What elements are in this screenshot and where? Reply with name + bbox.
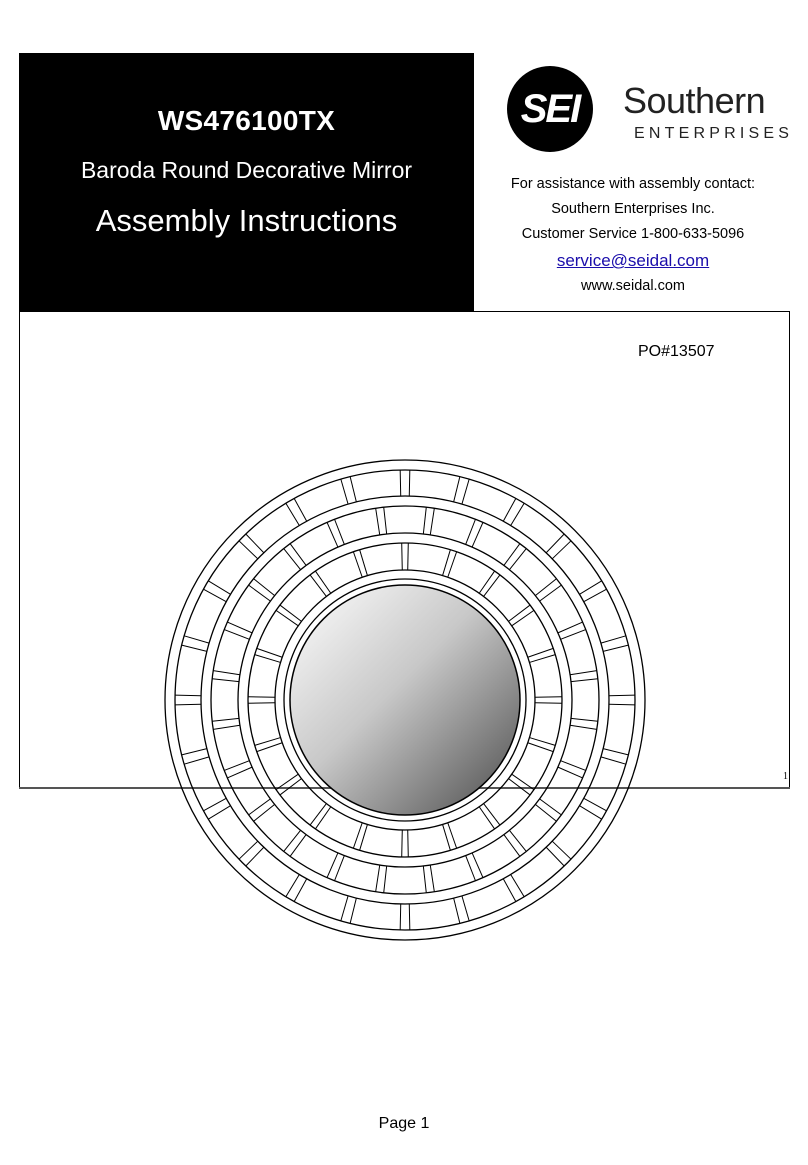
frame-segment-line: [359, 824, 368, 851]
contact-intro: For assistance with assembly contact:: [510, 176, 756, 192]
frame-segment-line: [583, 797, 607, 812]
frame-segment-line: [293, 878, 308, 902]
frame-segment-line: [465, 855, 476, 881]
frame-segment-line: [447, 822, 458, 849]
frame-bottom-rule: [19, 787, 790, 789]
frame-segment-line: [248, 798, 271, 816]
po-number: PO#13507: [638, 343, 715, 360]
frame-segment-line: [203, 797, 227, 812]
corner-page-number: 1: [783, 771, 788, 782]
product-name: Baroda Round Decorative Mirror: [80, 157, 413, 183]
frame-segment-line: [253, 804, 275, 822]
frame-segment-line: [478, 806, 496, 830]
frame-segment-line: [340, 895, 349, 922]
company-logo: SEI Southern ENTERPRISES: [507, 66, 789, 152]
frame-segment-line: [383, 865, 388, 893]
frame-segment-line: [352, 822, 363, 849]
frame-segment-line: [285, 874, 300, 897]
frame-segment-line: [208, 805, 231, 820]
document-title: Assembly Instructions: [95, 203, 398, 238]
frame-segment-line: [375, 865, 381, 892]
model-number: WS476100TX: [157, 105, 336, 136]
frame-segment-line: [314, 806, 332, 830]
frame-segment-line: [509, 830, 527, 852]
frame-segment-line: [289, 834, 307, 857]
frame-segment-line: [453, 897, 461, 924]
illustration-frame: [19, 311, 790, 787]
contact-info: For assistance with assembly contact: So…: [482, 172, 784, 299]
frame-segment-line: [579, 805, 602, 820]
frame-segment-line: [503, 834, 521, 857]
frame-segment-line: [551, 840, 572, 860]
frame-segment-line: [502, 878, 517, 902]
logo-name: Southern: [623, 80, 766, 121]
frame-segment-line: [510, 874, 525, 897]
frame-segment-line: [349, 897, 357, 924]
contact-phone: Customer Service 1-800-633-5096: [521, 226, 745, 242]
frame-segment-line: [471, 852, 484, 878]
frame-segment-line: [429, 865, 435, 892]
frame-segment-line: [407, 829, 409, 857]
frame-segment-line: [535, 804, 557, 822]
title-block: WS476100TX Baroda Round Decorative Mirro…: [19, 53, 474, 311]
page-footer: Page 1: [378, 1115, 430, 1132]
frame-segment-line: [461, 895, 470, 922]
contact-company: Southern Enterprises Inc.: [551, 201, 715, 217]
frame-segment-line: [238, 840, 259, 860]
frame-segment-line: [401, 829, 403, 857]
frame-segment-line: [408, 903, 411, 930]
frame-segment-line: [545, 846, 565, 867]
frame-segment-line: [539, 798, 562, 816]
frame-segment-line: [422, 865, 427, 893]
frame-segment-line: [442, 824, 451, 851]
frame-segment-line: [245, 846, 265, 867]
contact-website: www.seidal.com: [581, 278, 685, 294]
frame-segment-line: [334, 855, 345, 881]
logo-badge: SEI: [507, 66, 593, 152]
frame-segment-line: [283, 830, 301, 852]
contact-email-link[interactable]: service@seidal.com: [556, 251, 710, 270]
frame-segment-line: [483, 803, 501, 826]
frame-segment-line: [309, 803, 327, 826]
frame-segment-line: [326, 852, 339, 878]
logo-subtitle: ENTERPRISES: [634, 125, 794, 142]
frame-segment-line: [399, 903, 402, 930]
